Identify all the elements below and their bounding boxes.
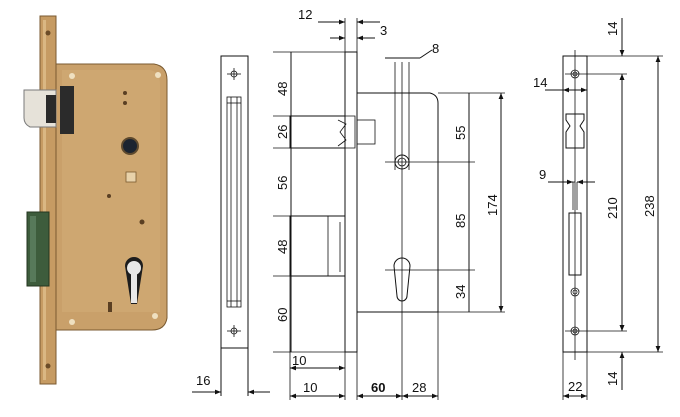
dim-bottom-28: 28 [412, 380, 426, 395]
screw-hole-icon [45, 30, 51, 36]
dim-bottom-10b: 10 [303, 380, 317, 395]
dim-face-210: 210 [605, 197, 620, 219]
dim-top-12: 12 [298, 7, 312, 22]
dim-left-60: 60 [275, 308, 290, 322]
dim-face-22: 22 [568, 379, 582, 394]
dim-left-56: 56 [275, 176, 290, 190]
dim-right-55: 55 [453, 126, 468, 140]
lock-faceplate [39, 15, 57, 385]
dim-bottom-10a: 10 [292, 353, 306, 368]
faceplate-view [545, 18, 663, 400]
dim-left-48b: 48 [275, 240, 290, 254]
dim-face-9: 9 [539, 167, 546, 182]
dim-front-16: 16 [196, 373, 210, 388]
dim-face-14a: 14 [605, 22, 620, 36]
dim-bottom-60: 60 [371, 380, 385, 395]
cylinder-hole-icon [393, 257, 411, 302]
front-view [192, 55, 270, 396]
dim-face-238: 238 [642, 195, 657, 217]
dim-face-14c: 14 [605, 372, 620, 386]
lock-photo [23, 15, 168, 385]
dim-right-174: 174 [485, 194, 500, 216]
side-view [273, 18, 505, 400]
dim-left-26: 26 [275, 125, 290, 139]
dim-top-3: 3 [380, 23, 387, 38]
screw-hole-icon [45, 363, 51, 369]
dim-dia-8: 8 [432, 41, 439, 56]
dim-right-34: 34 [453, 285, 468, 299]
follower-hole-icon [121, 137, 139, 155]
dim-right-85: 85 [453, 214, 468, 228]
dim-face-14b: 14 [533, 75, 547, 90]
dim-left-48a: 48 [275, 82, 290, 96]
